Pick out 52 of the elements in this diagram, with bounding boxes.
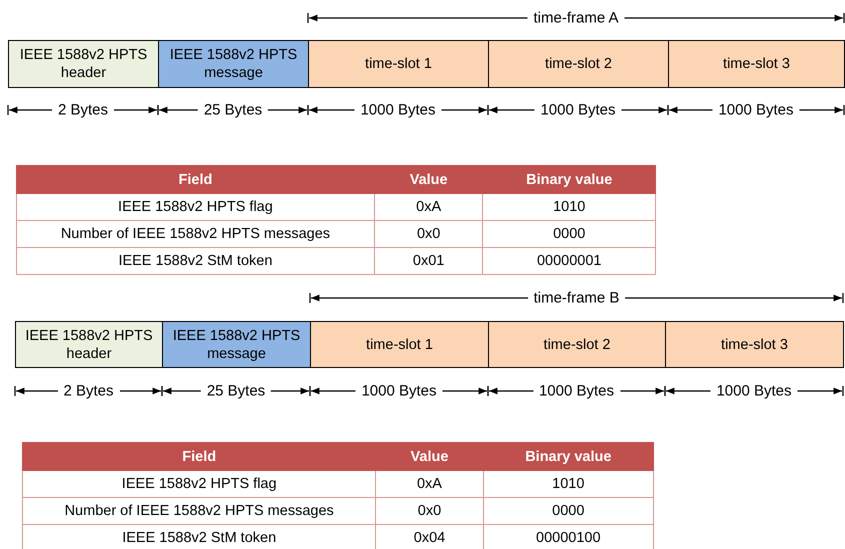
field-label: IEEE 1588v2 HPTS message [172, 326, 302, 362]
dimension-label: 2 Bytes [52, 102, 114, 118]
field-box [488, 40, 669, 88]
field-label: time-slot 1 [365, 336, 434, 354]
dimension-label: 1000 Bytes [532, 382, 620, 400]
table-cell: 0xA [376, 470, 484, 498]
table-cell: IEEE 1588v2 HPTS flag [22, 470, 376, 498]
table-cell: 00000001 [482, 248, 656, 274]
field-label: time-slot 2 [542, 336, 612, 354]
header-cell: Field [22, 442, 376, 470]
field-label: IEEE 1588v2 HPTS header [24, 326, 154, 362]
dimension-label: 1000 Bytes [354, 102, 442, 118]
header-cell: Binary value [482, 166, 656, 194]
field-label: IEEE 1588v2 HPTS message [168, 46, 298, 82]
table-cell: 1010 [483, 470, 654, 498]
field-box [308, 40, 489, 88]
header-cell: Field [16, 166, 374, 194]
table-cell: 0x01 [374, 248, 483, 274]
table-cell: 0000 [482, 220, 656, 248]
table-cell: 0xA [374, 194, 483, 220]
dimension-label: 1000 Bytes [355, 382, 443, 400]
dimension-label: 2 Bytes [57, 382, 120, 400]
field-box [15, 321, 163, 368]
field-box [162, 321, 311, 368]
table-cell: IEEE 1588v2 StM token [16, 248, 374, 274]
field-label: time-slot 3 [722, 55, 791, 73]
field-label: time-slot 1 [364, 55, 433, 73]
dimension-label: 1000 Bytes [534, 102, 622, 118]
field-box [310, 321, 489, 368]
field-box [488, 321, 666, 368]
table-cell: 0x0 [376, 498, 484, 524]
dimension-label: 1000 Bytes [710, 382, 798, 400]
dimension-label: 25 Bytes [200, 382, 272, 400]
dimension-label: 25 Bytes [198, 102, 268, 118]
header-cell: Value [374, 166, 483, 194]
field-label: time-slot 3 [720, 336, 789, 354]
field-box [158, 40, 309, 88]
table-cell: Number of IEEE 1588v2 HPTS messages [16, 220, 374, 248]
field-box [8, 40, 159, 88]
dimension-label: 1000 Bytes [712, 102, 800, 118]
table-cell: 0x0 [374, 220, 483, 248]
table-cell: IEEE 1588v2 StM token [22, 524, 376, 549]
field-label: time-slot 2 [544, 55, 613, 73]
header-cell: Value [376, 442, 484, 470]
table-cell: 1010 [482, 194, 656, 220]
field-box [668, 40, 845, 88]
table-cell: Number of IEEE 1588v2 HPTS messages [22, 498, 376, 524]
field-box [665, 321, 844, 368]
table-cell: 0000 [483, 498, 654, 524]
table-cell: IEEE 1588v2 HPTS flag [16, 194, 374, 220]
header-cell: Binary value [483, 442, 654, 470]
field-label: IEEE 1588v2 HPTS header [18, 46, 148, 82]
